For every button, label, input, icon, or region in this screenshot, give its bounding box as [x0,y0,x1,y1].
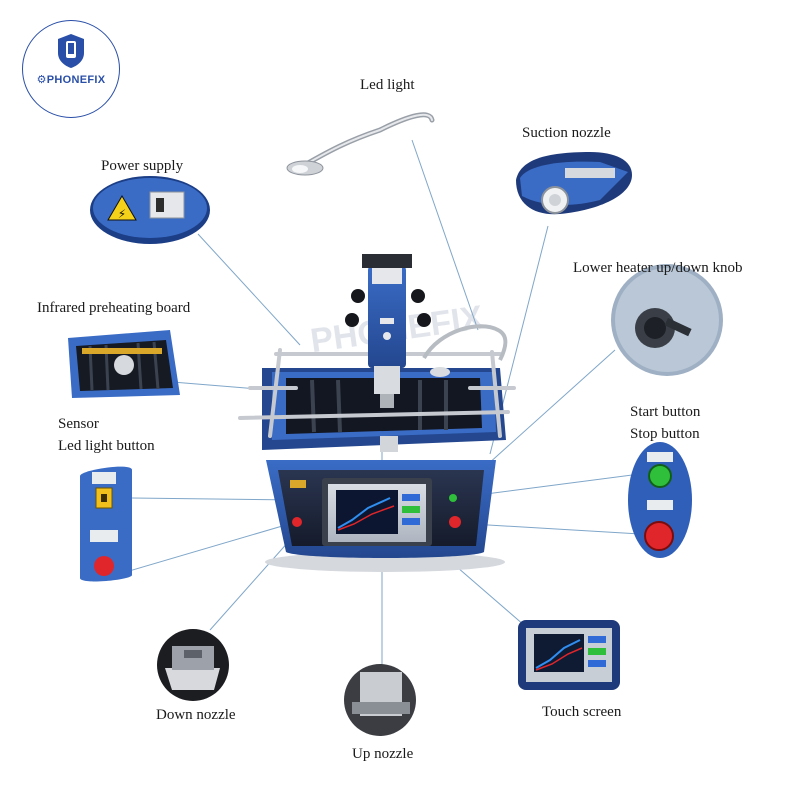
label-start-button: Start button [630,404,701,420]
led-light-image [286,112,435,176]
phone-shield-icon [58,34,84,68]
label-suction-nozzle: Suction nozzle [522,125,611,141]
label-down-nozzle: Down nozzle [156,707,236,723]
label-led-light: Led light [360,77,415,93]
sensor-panel-image [80,466,132,582]
up-nozzle-image [344,664,416,736]
down-nozzle-image [157,629,229,701]
label-touch-screen: Touch screen [542,704,622,720]
suction-nozzle-image [516,152,632,215]
label-power-supply: Power supply [101,158,184,174]
label-sensor: Sensor [58,416,99,432]
phonefix-logo: ⚙PHONEFIX [22,20,120,118]
start-stop-panel-image [628,442,692,558]
label-infrared-board: Infrared preheating board [37,300,191,316]
label-up-nozzle: Up nozzle [352,746,414,762]
bga-rework-station [238,254,516,572]
logo-gear-icon: ⚙ [36,74,47,86]
infrared-board-image [68,330,180,398]
power-supply-image: ⚡ [90,176,210,244]
lower-heater-knob-image [611,264,723,376]
logo-text: ⚙PHONEFIX [36,74,106,86]
label-lower-heater-knob: Lower heater up/down knob [573,260,743,276]
touch-screen-image [518,620,620,690]
label-led-light-button: Led light button [58,438,155,454]
label-stop-button: Stop button [630,426,700,442]
svg-text:⚡: ⚡ [118,207,126,221]
callout-labels: Led light Suction nozzle Power supply Lo… [37,77,743,762]
